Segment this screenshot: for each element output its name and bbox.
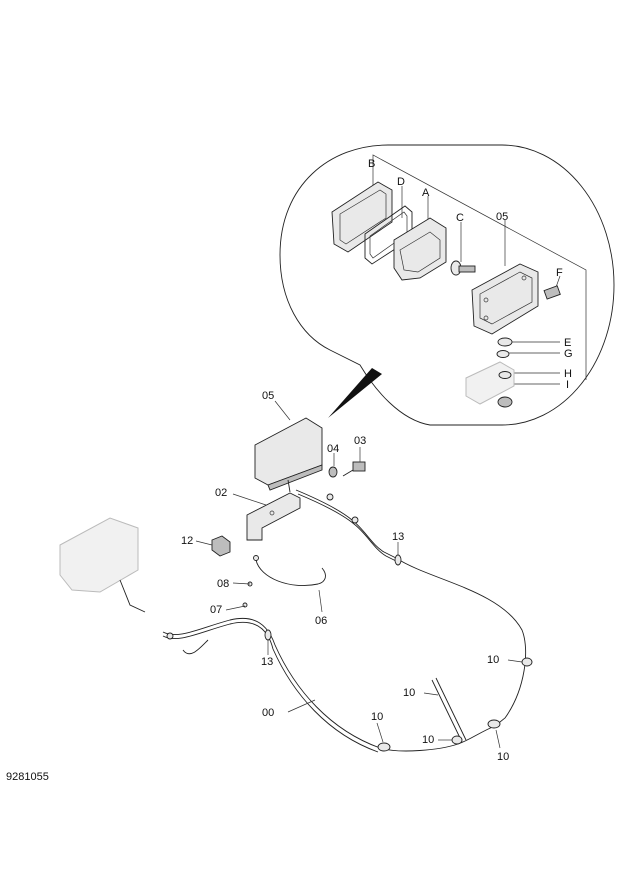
callout-10-clamp: 10 [371, 711, 383, 723]
detail-labels: B D A C 05 F E G H I [368, 158, 573, 391]
callout-g: G [564, 348, 573, 360]
main-leaders [195, 400, 523, 749]
work-lamp-05 [254, 417, 323, 493]
harness-00 [162, 489, 533, 753]
callout-02: 02 [215, 487, 227, 499]
bracket-02 [246, 492, 301, 541]
nut-e [497, 337, 513, 347]
callout-b: B [368, 158, 375, 170]
callout-05: 05 [262, 390, 274, 402]
callout-13-upper: 13 [392, 531, 404, 543]
screw-f [543, 285, 561, 300]
callout-13-lower: 13 [261, 656, 273, 668]
washer-h [498, 371, 512, 379]
callout-10-right: 10 [487, 654, 499, 666]
bolt-03 [342, 461, 366, 477]
callout-c: C [456, 212, 464, 224]
main-labels: 05 04 03 02 12 08 07 06 13 13 10 10 10 1… [181, 390, 509, 763]
ghost-lamp [59, 517, 146, 613]
bulb-c [450, 260, 476, 276]
callout-06: 06 [315, 615, 327, 627]
callout-00: 00 [262, 707, 274, 719]
callout-d: D [397, 176, 405, 188]
callout-e: E [564, 337, 571, 349]
washer-g [496, 350, 510, 358]
lens-frame-b [331, 181, 393, 253]
detail-pointer [328, 368, 382, 418]
clip-12 [211, 535, 231, 557]
callout-f: F [556, 267, 563, 279]
callout-h: H [564, 368, 572, 380]
detail-leaders [372, 154, 587, 385]
callout-a: A [422, 187, 430, 199]
callout-10-bottom: 10 [497, 751, 509, 763]
nut-i [497, 396, 513, 408]
detail-bubble [279, 144, 615, 426]
callout-07: 07 [210, 604, 222, 616]
ground-wire-06 [242, 555, 326, 608]
callout-10-pin: 10 [403, 687, 415, 699]
callout-10-lower: 10 [422, 734, 434, 746]
callout-12: 12 [181, 535, 193, 547]
callout-05-detail: 05 [496, 211, 508, 223]
callout-i: I [566, 379, 569, 391]
callout-03: 03 [354, 435, 366, 447]
washer-04 [328, 466, 338, 478]
lamp-body-05 [471, 263, 539, 335]
lens-a [393, 217, 447, 281]
callout-08: 08 [217, 578, 229, 590]
figure-reference-number: 9281055 [6, 771, 49, 783]
callout-04: 04 [327, 443, 339, 455]
